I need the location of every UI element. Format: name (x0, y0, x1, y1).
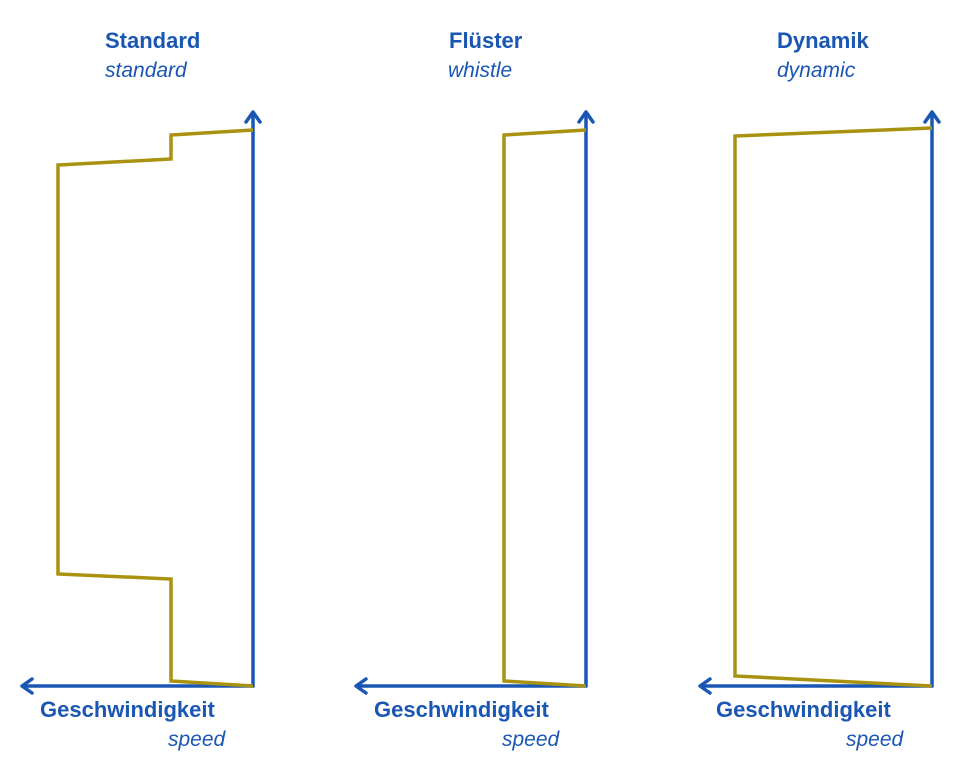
panel-standard-vertical-arrowhead (244, 110, 262, 124)
panel-dynamik-axis-label: Geschwindigkeit (716, 697, 891, 722)
panel-fluester-axes (354, 110, 595, 695)
panel-standard-subtitle: standard (105, 59, 187, 82)
panel-standard-horizontal-arrowhead (20, 677, 34, 695)
panel-standard-axis-label-sub: speed (168, 728, 226, 751)
panel-dynamik-horizontal-arrowhead (698, 677, 712, 695)
panel-dynamik-axes (698, 110, 941, 695)
panel-fluester-vertical-arrowhead (577, 110, 595, 124)
panel-dynamik-vertical-arrowhead (923, 110, 941, 124)
panel-fluester-axis-label: Geschwindigkeit (374, 697, 549, 722)
panel-dynamik-subtitle: dynamic (777, 59, 856, 82)
panel-fluester-subtitle: whistle (448, 59, 513, 82)
panel-fluester-axis-label-sub: speed (502, 728, 560, 751)
panel-dynamik-axis-label-sub: speed (846, 728, 904, 751)
panel-standard-curve (56, 128, 254, 688)
panel-standard-axis-label: Geschwindigkeit (40, 697, 215, 722)
panel-dynamik-curve (733, 126, 933, 688)
panel-standard-axes (20, 110, 262, 695)
panel-standard-title: Standard (105, 28, 201, 53)
panel-fluester-curve (502, 128, 587, 688)
panel-dynamik-title: Dynamik (777, 28, 869, 53)
panel-fluester-horizontal-arrowhead (354, 677, 368, 695)
panel-fluester-title: Flüster (449, 28, 523, 53)
